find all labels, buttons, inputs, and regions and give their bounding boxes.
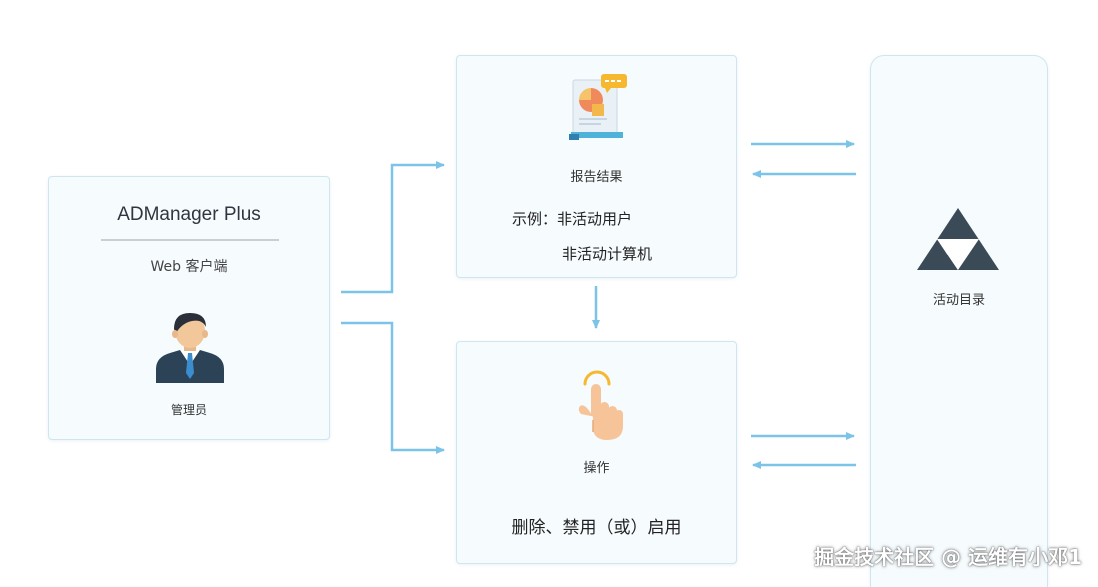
admin-title: ADManager Plus bbox=[117, 204, 261, 225]
admin-user-icon bbox=[156, 313, 224, 383]
report-example-line1: 示例：非活动用户 bbox=[512, 210, 633, 228]
title-divider bbox=[101, 239, 279, 241]
watermark: 掘金技术社区 @ 运维有小邓1 bbox=[814, 545, 1082, 569]
report-example-line2: 非活动计算机 bbox=[562, 245, 653, 263]
action-card: 操作 删除、禁用（或）启用 bbox=[456, 341, 737, 564]
tap-hand-icon bbox=[578, 370, 623, 440]
admin-subtitle: Web 客户端 bbox=[150, 259, 228, 275]
report-chart-icon bbox=[569, 74, 627, 140]
action-description: 删除、禁用（或）启用 bbox=[511, 518, 682, 538]
arrow-admin-to-action bbox=[341, 321, 445, 454]
report-title: 报告结果 bbox=[570, 170, 623, 185]
active-directory-card: 活动目录 bbox=[870, 55, 1048, 587]
active-directory-title: 活动目录 bbox=[932, 293, 985, 308]
active-directory-triangle-icon bbox=[917, 208, 999, 270]
admin-client-card: ADManager Plus Web 客户端 管理员 bbox=[48, 176, 330, 440]
admin-role-label: 管理员 bbox=[170, 403, 207, 417]
arrow-admin-to-report bbox=[341, 161, 445, 294]
report-results-card: 报告结果 示例：非活动用户 非活动计算机 bbox=[456, 55, 737, 278]
action-title: 操作 bbox=[583, 461, 610, 476]
